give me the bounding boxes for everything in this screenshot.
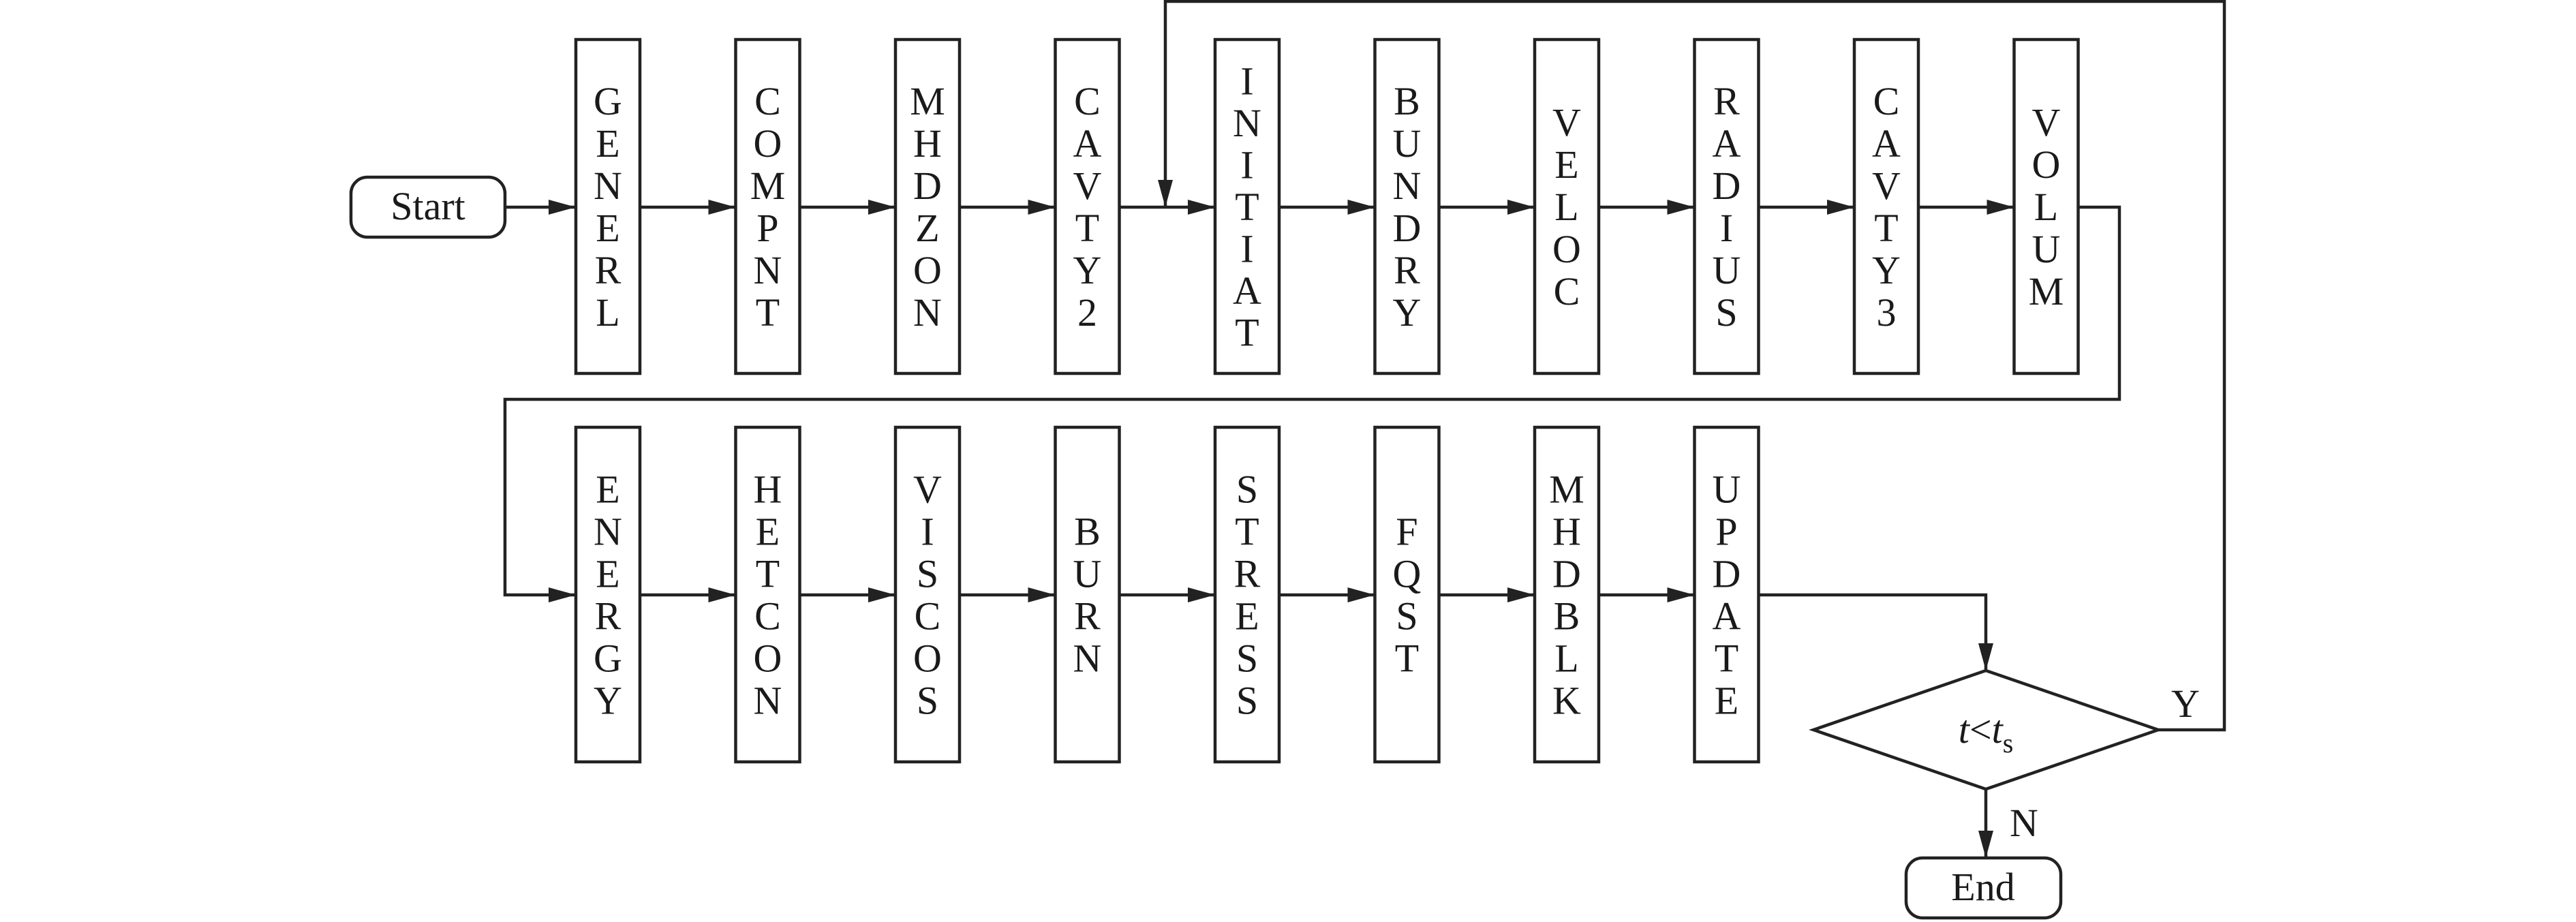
decision-op: < (1969, 707, 1992, 752)
decision-limit: t (1992, 707, 2004, 752)
decision-var: t (1959, 707, 1971, 752)
start-label: Start (390, 184, 465, 228)
decision-condition: t<ts (1959, 707, 2014, 758)
end-label: End (1951, 865, 2014, 909)
yes-label: Y (2171, 681, 2200, 726)
end-terminal: End (1904, 856, 2063, 920)
arrow-yes-loop (1158, 0, 2226, 732)
connectors (503, 0, 2226, 858)
start-terminal: Start (349, 175, 507, 239)
arrow-row2-to-decision (1758, 593, 1993, 671)
arrow-row1-to-row2 (503, 205, 2121, 602)
decision-subscript: s (2003, 728, 2014, 758)
decision-diamond: t<ts (1809, 669, 2163, 791)
no-label: N (2010, 801, 2038, 845)
